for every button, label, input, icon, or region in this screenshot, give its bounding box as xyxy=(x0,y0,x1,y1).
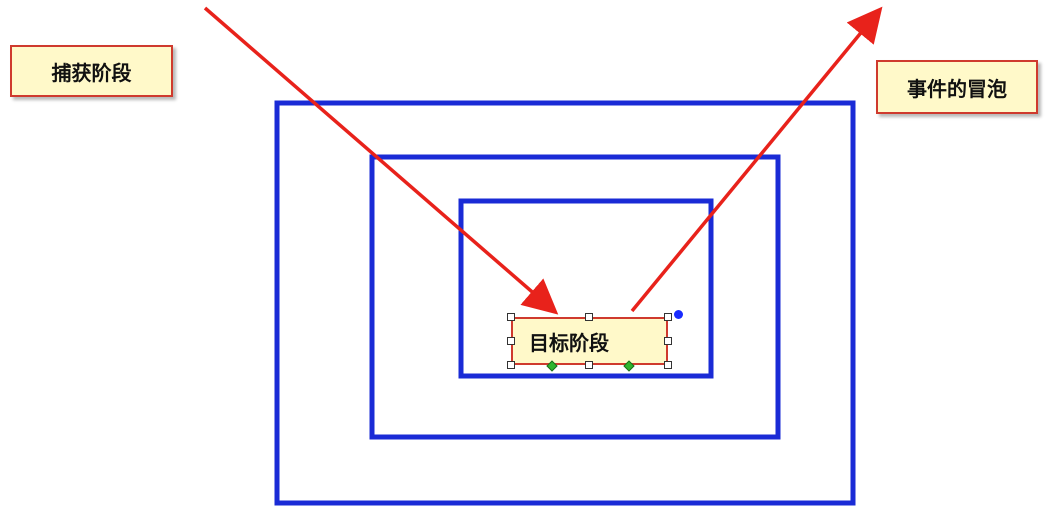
rotation-handle-icon[interactable] xyxy=(674,310,683,319)
inner-container-box xyxy=(458,198,714,379)
capture-arrow xyxy=(203,6,559,315)
resize-handle-top-center[interactable] xyxy=(585,313,593,321)
resize-handle-bottom-left[interactable] xyxy=(507,361,515,369)
resize-handle-top-left[interactable] xyxy=(507,313,515,321)
resize-handle-middle-right[interactable] xyxy=(664,337,672,345)
capture-phase-label: 捕获阶段 xyxy=(10,45,173,97)
bubble-phase-text: 事件的冒泡 xyxy=(907,76,1007,101)
target-phase-label[interactable]: 目标阶段 xyxy=(511,317,668,365)
target-phase-text: 目标阶段 xyxy=(529,330,609,355)
middle-container-box xyxy=(369,154,781,440)
resize-handle-top-right[interactable] xyxy=(664,313,672,321)
bubble-phase-label: 事件的冒泡 xyxy=(876,60,1038,114)
resize-handle-bottom-right[interactable] xyxy=(664,361,672,369)
capture-phase-text: 捕获阶段 xyxy=(51,60,132,85)
resize-handle-middle-left[interactable] xyxy=(507,337,515,345)
bubble-arrow xyxy=(630,6,883,313)
outer-container-box xyxy=(274,100,856,506)
resize-handle-bottom-center[interactable] xyxy=(585,361,593,369)
